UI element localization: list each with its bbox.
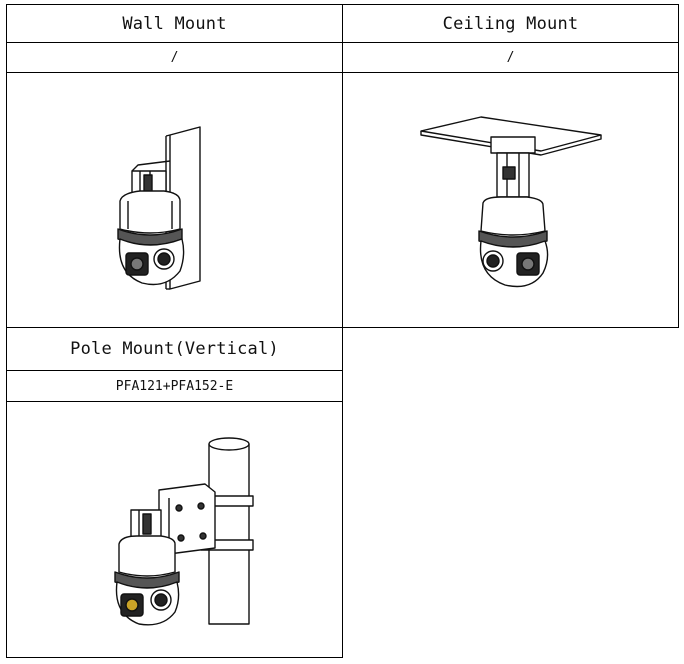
- wall-mount-camera-illustration: [116, 126, 201, 290]
- pole-mount-title: Pole Mount(Vertical): [70, 339, 279, 359]
- ceiling-mount-image-cell: [342, 72, 679, 328]
- ceiling-mount-title-cell: Ceiling Mount: [342, 4, 679, 43]
- wall-mount-accessory-cell: /: [6, 42, 343, 73]
- ceiling-mount-accessory-cell: /: [342, 42, 679, 73]
- wall-mount-image-cell: [6, 72, 343, 328]
- wall-mount-accessory: /: [170, 50, 179, 65]
- wall-mount-title-cell: Wall Mount: [6, 4, 343, 43]
- wall-mount-title: Wall Mount: [122, 13, 227, 34]
- pole-mount-accessory-cell: PFA121+PFA152-E: [6, 370, 343, 402]
- pole-mount-image-cell: [6, 401, 343, 658]
- ceiling-mount-title: Ceiling Mount: [442, 13, 579, 34]
- pole-mount-title-cell: Pole Mount(Vertical): [6, 327, 343, 371]
- pole-mount-accessory: PFA121+PFA152-E: [115, 378, 234, 394]
- pole-mount-camera-illustration: [113, 436, 254, 625]
- ceiling-mount-camera-illustration: [419, 116, 602, 288]
- ceiling-mount-accessory: /: [506, 50, 515, 65]
